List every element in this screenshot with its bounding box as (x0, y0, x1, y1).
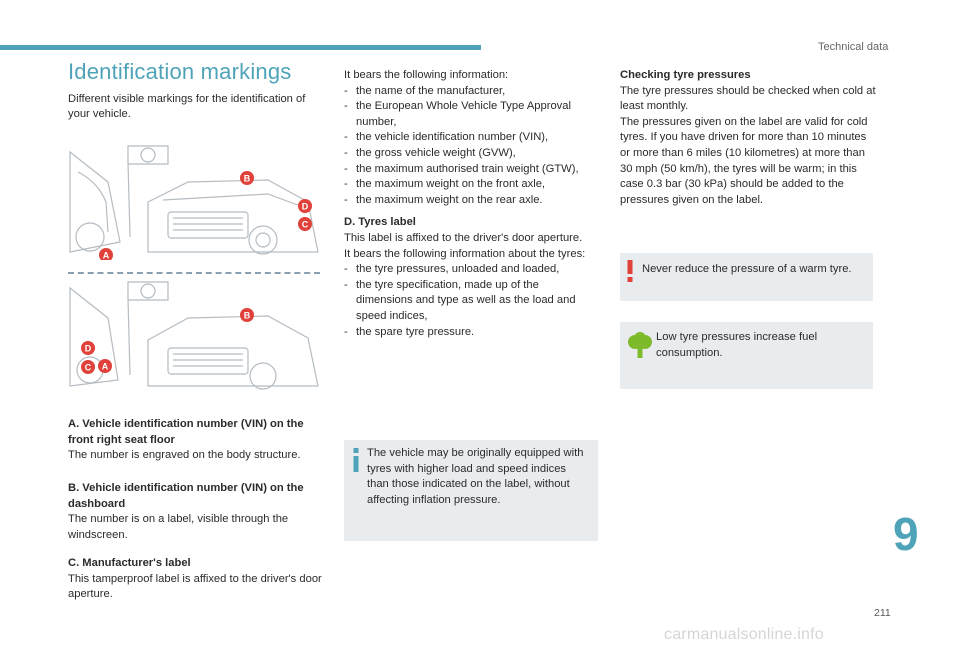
info-icon (353, 448, 359, 472)
intro-text: Different visible markings for the ident… (68, 92, 306, 121)
callout-markers: B D C A (99, 171, 312, 260)
list-item: the tyre pressures, unloaded and loaded, (344, 262, 598, 278)
section-c-title: C. Manufacturer's label (68, 557, 191, 569)
info-note: The vehicle may be originally equipped w… (344, 440, 598, 541)
illustration-separator (68, 272, 320, 274)
list-item: the maximum authorised train weight (GTW… (344, 162, 598, 178)
svg-text:C: C (302, 220, 309, 230)
section-a: A. Vehicle identification number (VIN) o… (68, 417, 322, 464)
page-title: Identification markings (68, 59, 292, 84)
section-title: Technical data (818, 41, 889, 53)
column-3: Checking tyre pressures The tyre pressur… (620, 68, 876, 208)
tyre-check-text2: The pressures given on the label are val… (620, 115, 868, 206)
callout-markers-2: B D C A (81, 308, 254, 374)
list-item: the European Whole Vehicle Type Approval… (344, 99, 598, 130)
svg-text:C: C (85, 363, 92, 373)
section-c: C. Manufacturer's label This tamperproof… (68, 556, 322, 603)
svg-text:B: B (244, 174, 251, 184)
list-item: the maximum weight on the front axle, (344, 177, 598, 193)
eco-tree-icon (628, 332, 652, 358)
svg-text:A: A (103, 251, 110, 261)
tyre-info-list: the tyre pressures, unloaded and loaded,… (344, 262, 598, 340)
warning-note: Never reduce the pressure of a warm tyre… (620, 253, 873, 301)
column-2: It bears the following information: the … (344, 68, 598, 340)
watermark: carmanualsonline.info (664, 626, 824, 643)
section-d: D. Tyres label This label is affixed to … (344, 215, 598, 340)
list-item: the maximum weight on the rear axle. (344, 193, 598, 209)
chapter-number: 9 (893, 508, 919, 560)
section-b: B. Vehicle identification number (VIN) o… (68, 481, 322, 543)
tyre-check-title: Checking tyre pressures (620, 69, 751, 81)
svg-text:A: A (102, 362, 109, 372)
section-b-text: The number is on a label, visible throug… (68, 513, 289, 541)
section-a-text: The number is engraved on the body struc… (68, 449, 301, 462)
header-accent-bar (0, 45, 481, 50)
warning-note-text: Never reduce the pressure of a warm tyre… (642, 263, 852, 275)
eco-note-text: Low tyre pressures increase fuel consump… (656, 331, 818, 359)
list-item: the tyre specification, made up of the d… (344, 278, 598, 325)
svg-text:D: D (302, 202, 309, 212)
section-d-text2: It bears the following information about… (344, 247, 586, 260)
section-d-title: D. Tyres label (344, 216, 416, 229)
list-item: the spare tyre pressure. (344, 325, 598, 341)
tyre-check-text1: The tyre pressures should be checked whe… (620, 84, 876, 113)
label-info-intro: It bears the following information: (344, 69, 509, 81)
column-1: Identification markings Different visibl… (68, 59, 320, 123)
section-d-text1: This label is affixed to the driver's do… (344, 231, 583, 244)
svg-text:B: B (244, 311, 251, 321)
section-c-text: This tamperproof label is affixed to the… (68, 572, 322, 601)
section-b-title: B. Vehicle identification number (VIN) o… (68, 482, 304, 510)
svg-text:D: D (85, 344, 92, 354)
list-item: the name of the manufacturer, (344, 84, 598, 100)
warning-exclamation-icon (627, 260, 633, 282)
section-a-title: A. Vehicle identification number (VIN) o… (68, 418, 304, 446)
list-item: the gross vehicle weight (GVW), (344, 146, 598, 162)
vehicle-illustration-bottom: B D C A (69, 281, 319, 390)
vehicle-illustration-top: B D C A (69, 145, 319, 260)
label-info-list: the name of the manufacturer, the Europe… (344, 84, 598, 209)
eco-note: Low tyre pressures increase fuel consump… (620, 322, 873, 389)
page-number: 211 (874, 607, 891, 619)
info-note-text: The vehicle may be originally equipped w… (367, 447, 584, 506)
list-item: the vehicle identification number (VIN), (344, 130, 598, 146)
